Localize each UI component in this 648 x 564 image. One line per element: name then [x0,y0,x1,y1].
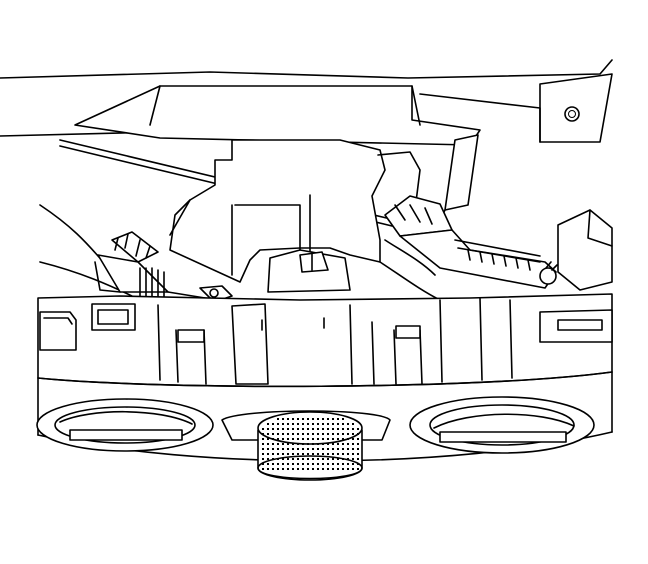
knurl-dot-grid [262,418,359,470]
left-rotary-knob [36,398,214,452]
blower-housing [169,139,441,301]
right-rotary-knob [409,396,595,454]
right-corner-bracket [557,209,613,291]
bezel-ribs-and-slots [39,297,613,385]
center-knurled-knob [221,410,391,481]
upper-panel-frame [0,59,613,146]
right-cable-assembly [384,195,558,289]
center-knob-stalk [267,249,351,293]
